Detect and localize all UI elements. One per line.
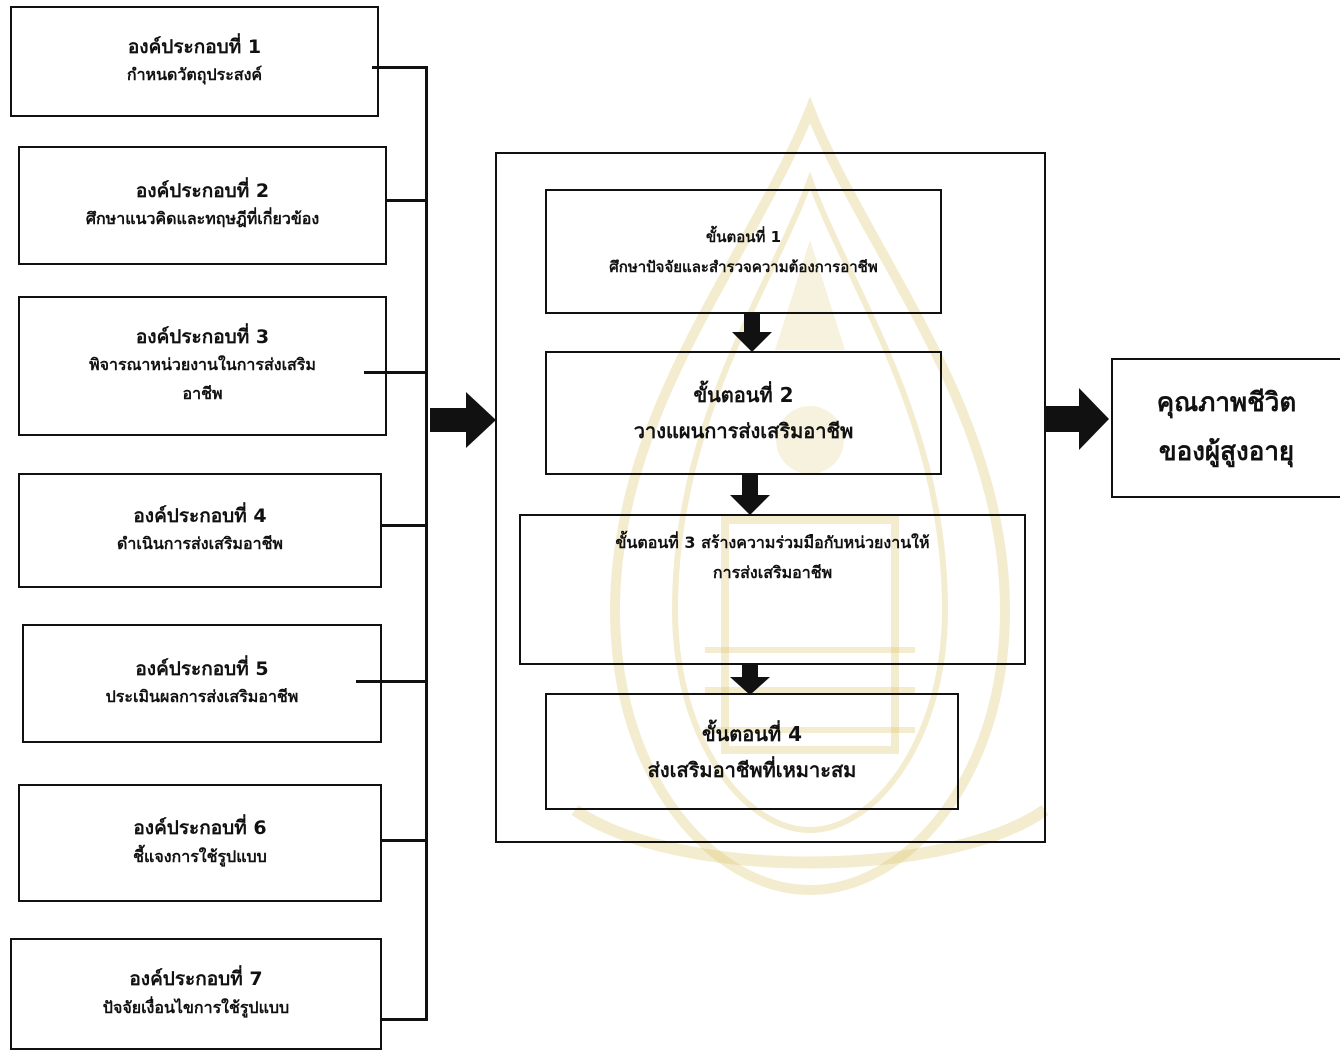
component-desc: ประเมินผลการส่งเสริมอาชีพ	[105, 687, 299, 707]
component-box-4: องค์ประกอบที่ 4 ดำเนินการส่งเสริมอาชีพ	[18, 473, 382, 588]
component-desc: กำหนดวัตถุประสงค์	[126, 65, 263, 85]
step-box-4: ขั้นตอนที่ 4 ส่งเสริมอาชีพที่เหมาะสม	[545, 693, 959, 810]
step-desc: วางแผนการส่งเสริมอาชีพ	[633, 419, 854, 443]
step-box-2: ขั้นตอนที่ 2 วางแผนการส่งเสริมอาชีพ	[545, 351, 942, 475]
component-title: องค์ประกอบที่ 6	[133, 817, 267, 840]
component-box-6: องค์ประกอบที่ 6 ชี้แจงการใช้รูปแบบ	[18, 784, 382, 902]
down-arrow-icon	[732, 314, 772, 352]
component-box-7: องค์ประกอบที่ 7 ปัจจัยเงื่อนไขการใช้รูปแ…	[10, 938, 382, 1050]
connector-line-1	[372, 66, 428, 69]
component-desc: ดำเนินการส่งเสริมอาชีพ	[117, 534, 283, 554]
component-desc-line2: อาชีพ	[182, 384, 223, 404]
connector-line-2	[385, 199, 428, 202]
right-arrow-icon	[430, 392, 496, 448]
component-desc: ชี้แจงการใช้รูปแบบ	[133, 846, 267, 866]
step-box-3: ขั้นตอนที่ 3 สร้างความร่วมมือกับหน่วยงาน…	[519, 514, 1026, 665]
process-container	[495, 152, 1046, 843]
bracket-vertical-line	[425, 66, 428, 1021]
component-desc: พิจารณาหน่วยงานในการส่งเสริม	[89, 355, 316, 375]
component-box-3: องค์ประกอบที่ 3 พิจารณาหน่วยงานในการส่งเ…	[18, 296, 387, 436]
step-title: ขั้นตอนที่ 4	[701, 721, 803, 746]
connector-line-6	[380, 839, 428, 842]
outcome-line-2: ของผู้สูงอายุ	[1158, 437, 1295, 467]
down-arrow-icon	[730, 665, 770, 695]
down-arrow-icon	[730, 475, 770, 515]
connector-line-3	[364, 371, 428, 374]
component-box-1: องค์ประกอบที่ 1 กำหนดวัตถุประสงค์	[10, 6, 379, 117]
component-title: องค์ประกอบที่ 1	[127, 35, 262, 58]
outcome-line-1: คุณภาพชีวิต	[1156, 387, 1297, 418]
component-box-2: องค์ประกอบที่ 2 ศึกษาแนวคิดและทฤษฎีที่เก…	[18, 146, 387, 265]
step-desc: ศึกษาปัจจัยและสำรวจความต้องการอาชีพ	[609, 257, 878, 276]
connector-line-7	[380, 1018, 428, 1021]
connector-line-5	[356, 680, 428, 683]
component-title: องค์ประกอบที่ 7	[129, 968, 263, 991]
right-arrow-icon	[1045, 388, 1109, 450]
component-title: องค์ประกอบที่ 4	[133, 504, 267, 527]
component-title: องค์ประกอบที่ 3	[135, 325, 270, 348]
component-desc: ศึกษาแนวคิดและทฤษฎีที่เกี่ยวข้อง	[85, 209, 320, 229]
step-desc: การส่งเสริมอาชีพ	[712, 563, 833, 583]
step-box-1: ขั้นตอนที่ 1 ศึกษาปัจจัยและสำรวจความต้อง…	[545, 189, 942, 314]
component-title: องค์ประกอบที่ 2	[135, 179, 270, 202]
component-desc: ปัจจัยเงื่อนไขการใช้รูปแบบ	[102, 997, 290, 1017]
component-title: องค์ประกอบที่ 5	[135, 657, 269, 680]
component-box-5: องค์ประกอบที่ 5 ประเมินผลการส่งเสริมอาชี…	[22, 624, 382, 743]
connector-line-4	[380, 524, 428, 527]
outcome-box: คุณภาพชีวิต ของผู้สูงอายุ	[1111, 358, 1340, 498]
step-title: ขั้นตอนที่ 1	[705, 227, 782, 246]
step-desc: ส่งเสริมอาชีพที่เหมาะสม	[647, 757, 857, 782]
step-title: ขั้นตอนที่ 2	[693, 383, 794, 407]
step-title: ขั้นตอนที่ 3 สร้างความร่วมมือกับหน่วยงาน…	[615, 533, 930, 552]
